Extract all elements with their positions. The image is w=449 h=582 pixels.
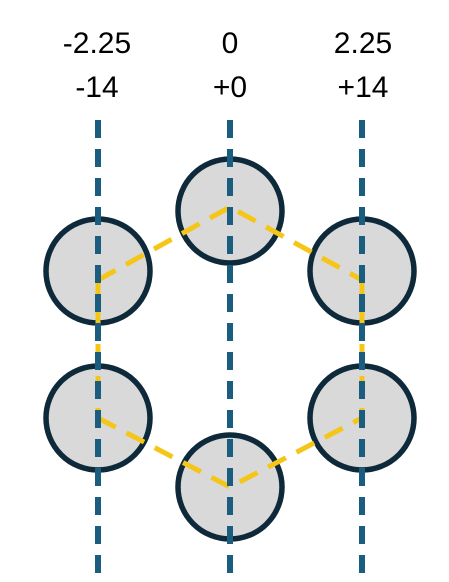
column-top-value-center: 0 (221, 27, 239, 60)
column-top-value-left: -2.25 (62, 27, 132, 60)
guide-lines (95, 120, 365, 582)
column-label-center: 0 +0 (170, 22, 290, 110)
zigzag-upper (96, 204, 364, 283)
zigzag-lower (96, 415, 364, 490)
column-bottom-value-right: +14 (337, 71, 389, 104)
column-top-value-right: 2.25 (333, 27, 393, 60)
column-label-left: -2.25 -14 (37, 22, 157, 110)
column-label-right: 2.25 +14 (303, 22, 423, 110)
column-bottom-value-center: +0 (212, 71, 248, 104)
column-bottom-value-left: -14 (75, 71, 119, 104)
